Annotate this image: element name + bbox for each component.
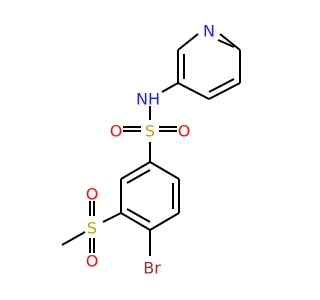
bond bbox=[61, 231, 86, 246]
sulfone-oxygen-bottom-label: O bbox=[86, 252, 99, 271]
bond bbox=[102, 212, 122, 223]
molecule-canvas: N NH S O O S O O Br bbox=[61, 22, 241, 278]
bromine-label: Br bbox=[143, 259, 161, 278]
bond bbox=[219, 33, 241, 51]
sulfonamide-oxygen-left-label: O bbox=[110, 122, 123, 141]
sulfone-oxygen-top-label: O bbox=[86, 185, 99, 204]
bond bbox=[149, 161, 180, 180]
bond bbox=[217, 39, 235, 48]
sulfone-sulfur-label: S bbox=[87, 219, 97, 238]
bond bbox=[177, 33, 199, 51]
bond bbox=[120, 212, 151, 231]
bond bbox=[149, 212, 180, 231]
molecule-structure: N NH S O O S O O Br bbox=[61, 22, 241, 278]
sulfonamide-oxygen-right-label: O bbox=[178, 122, 191, 141]
amine-nh-label: NH bbox=[136, 90, 160, 109]
sulfonamide-sulfur-label: S bbox=[145, 122, 155, 141]
bond bbox=[208, 78, 235, 93]
bond bbox=[177, 82, 210, 100]
pyridine-nitrogen-label: N bbox=[203, 22, 215, 41]
bond bbox=[208, 82, 241, 100]
bond bbox=[120, 161, 151, 180]
bond bbox=[126, 208, 151, 223]
bond bbox=[126, 169, 151, 184]
atom-label-layer: N NH S O O S O O Br bbox=[86, 22, 215, 278]
bond-layer bbox=[61, 33, 241, 256]
bond bbox=[161, 82, 179, 93]
